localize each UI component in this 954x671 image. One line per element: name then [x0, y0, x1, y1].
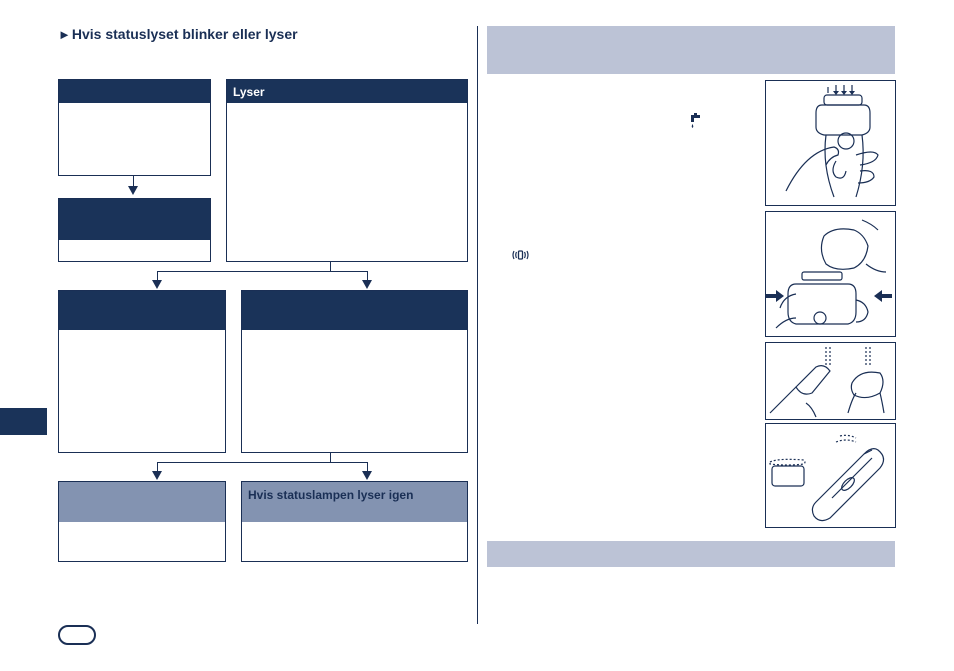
flow-connector	[330, 262, 331, 271]
flow-box-lamp-again-header: Hvis statuslampen lyser igen	[242, 482, 467, 522]
flow-box-mid-right-header	[242, 291, 467, 330]
flow-arrow	[152, 280, 162, 289]
section-header-band	[487, 26, 895, 74]
heading-text: Hvis statuslyset blinker eller lyser	[71, 26, 298, 42]
flow-box-mid-left-header	[59, 291, 225, 330]
flow-box-mid-right	[241, 290, 468, 453]
flow-connector	[157, 271, 368, 272]
flow-box-lyser: Lyser	[226, 79, 468, 262]
flow-connector	[157, 462, 368, 463]
column-divider	[477, 26, 478, 624]
flow-connector	[330, 453, 331, 462]
heading-marker: ►	[58, 27, 71, 42]
flow-arrow	[362, 471, 372, 480]
flow-arrow	[128, 186, 138, 195]
flow-connector	[157, 271, 158, 280]
flow-box-blinks-header	[59, 80, 210, 103]
flow-box-lamp-again-title: Hvis statuslampen lyser igen	[248, 488, 414, 502]
flow-arrow	[152, 471, 162, 480]
flow-connector	[133, 176, 134, 186]
page-number-badge	[58, 625, 96, 645]
flow-box-mid-left	[58, 290, 226, 453]
flow-box-blinks	[58, 79, 211, 176]
illustration-rinse-shaver	[765, 80, 896, 206]
flow-box-bottom-left-header	[59, 482, 225, 522]
illustration-remove-foil-drawing	[766, 219, 892, 329]
faucet-icon	[691, 113, 700, 128]
flow-arrow	[362, 280, 372, 289]
flow-connector	[157, 462, 158, 471]
flow-box-bottom-left	[58, 481, 226, 562]
illustration-rinse-shaver-drawing	[785, 85, 879, 198]
flow-box-lyser-title: Lyser	[233, 85, 265, 99]
vibration-icon	[512, 250, 529, 260]
flow-connector	[367, 271, 368, 280]
flow-box-step2	[58, 198, 211, 262]
flow-box-step2-header	[59, 199, 210, 240]
illustration-rinse-parts-drawing	[769, 347, 885, 418]
illustration-remove-foil	[765, 211, 896, 337]
section-heading: ►Hvis statuslyset blinker eller lyser	[58, 26, 298, 42]
flow-connector	[367, 462, 368, 471]
flow-box-lyser-header: Lyser	[227, 80, 467, 103]
illustration-dry-parts-drawing	[769, 434, 885, 522]
language-side-tab	[0, 408, 47, 435]
illustration-rinse-parts	[765, 342, 896, 420]
section-footer-band	[487, 541, 895, 567]
illustration-dry-parts	[765, 423, 896, 528]
flow-box-lamp-again: Hvis statuslampen lyser igen	[241, 481, 468, 562]
